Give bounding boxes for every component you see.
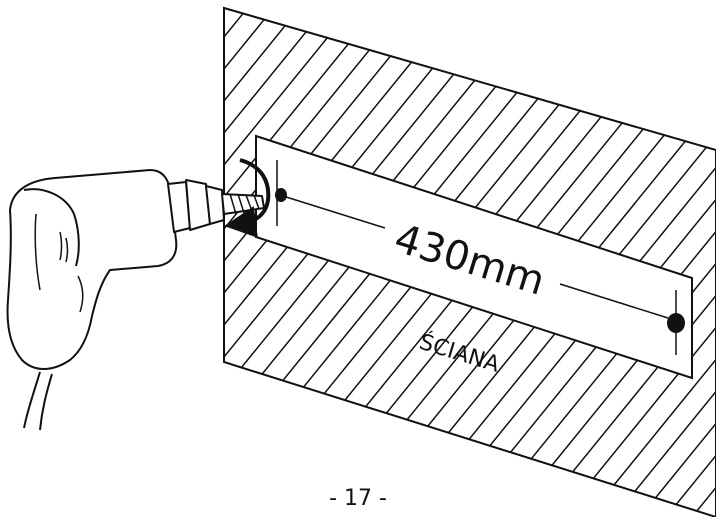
hatch-line [509, 8, 716, 517]
hatch-line [457, 8, 716, 517]
dimension-line-left [282, 195, 386, 229]
drill-collar [205, 185, 225, 225]
hatch-line [224, 8, 489, 517]
hatch-line [224, 8, 359, 517]
hatch-line [639, 8, 716, 517]
drill-body [6, 169, 178, 370]
drill-bit-spiral [229, 193, 260, 215]
hatch-line [587, 8, 716, 517]
hatch-line [561, 8, 716, 517]
hatch-line [224, 8, 385, 517]
hatch-line [224, 8, 515, 517]
rotation-arrow [224, 158, 271, 238]
drill-motor-section [23, 188, 80, 267]
hatch-line [431, 8, 716, 517]
hatch-line [613, 8, 716, 517]
hatch-line [224, 8, 437, 517]
hatch-line [224, 8, 307, 517]
drill-cable [23, 371, 53, 431]
hatch-line [224, 8, 411, 517]
hatch-line [224, 8, 333, 517]
hatch-line [483, 8, 716, 517]
drill-grip-detail [34, 213, 69, 291]
drill-trigger [77, 275, 84, 313]
rotation-arc [224, 158, 271, 238]
hatch-line [224, 8, 463, 517]
dimension-line-right [559, 283, 669, 319]
page-number: - 17 - [329, 486, 387, 511]
drill-illustration [6, 169, 265, 431]
right-drill-hole [667, 313, 685, 333]
left-drill-hole [275, 188, 287, 202]
hatch-line [535, 8, 716, 517]
